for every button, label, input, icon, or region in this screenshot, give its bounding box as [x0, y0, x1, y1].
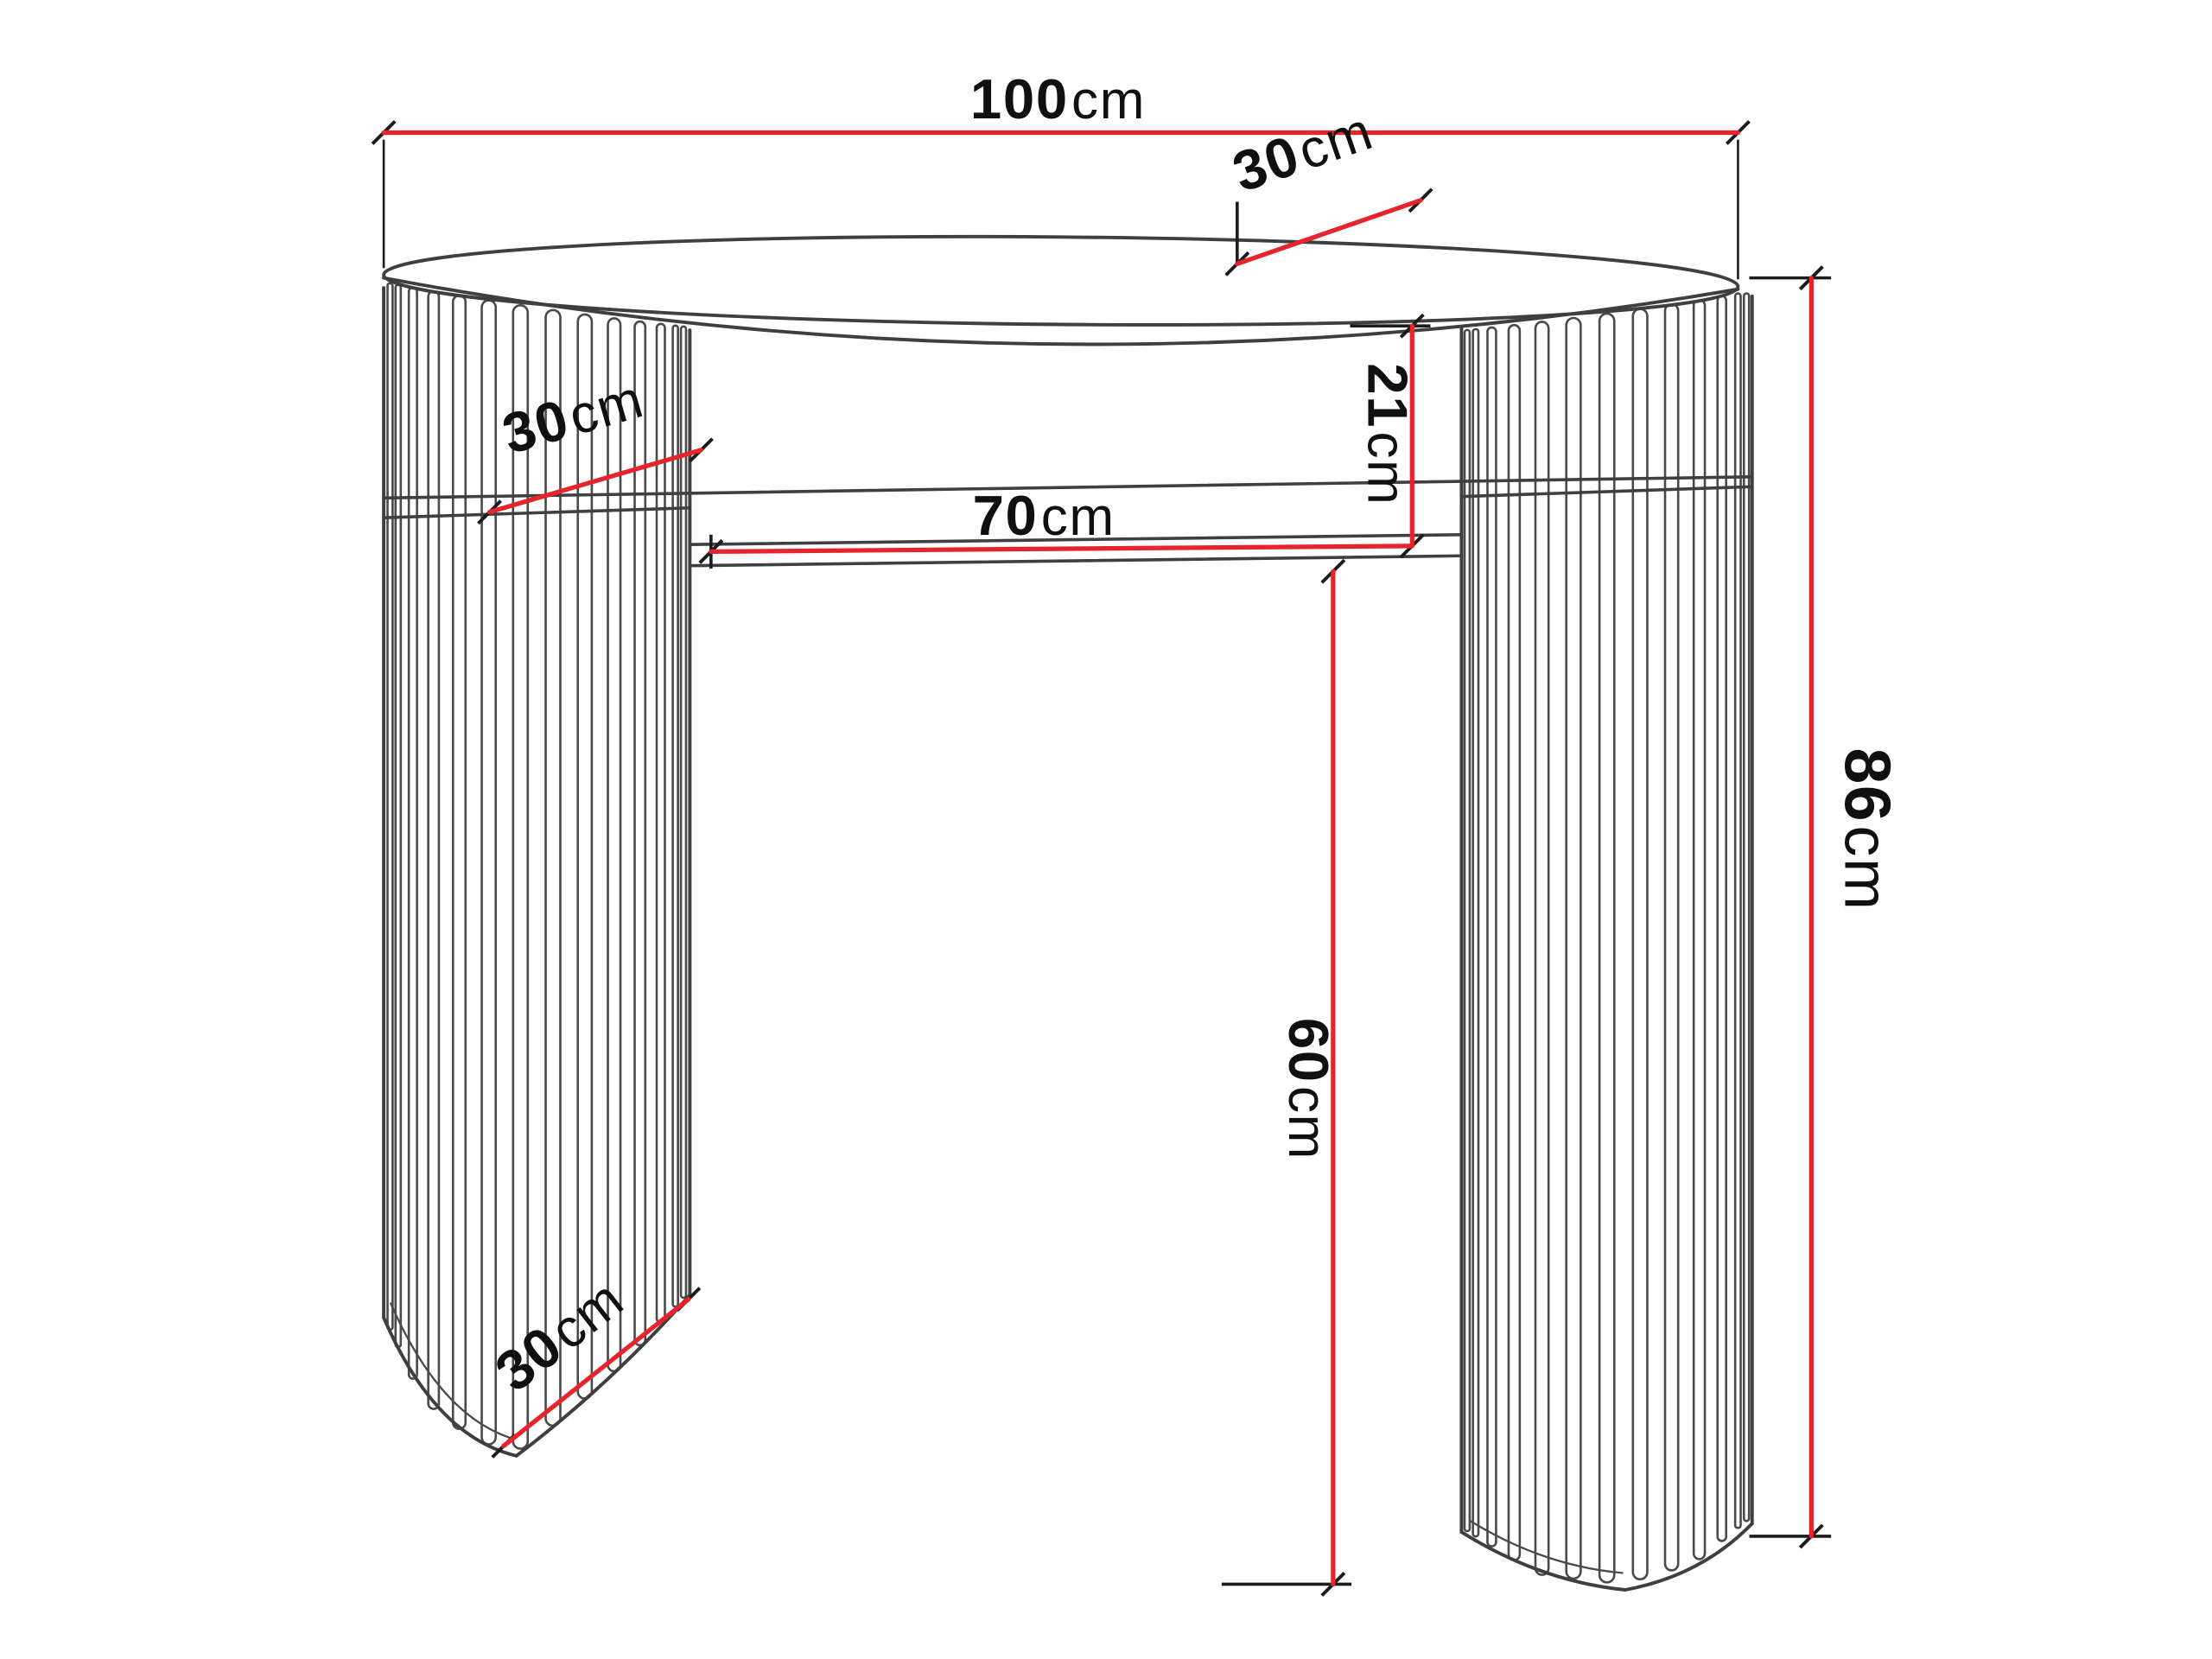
right-leg-bottom-front-arc [1459, 1530, 1627, 1592]
leg-slat [1463, 328, 1471, 1533]
leg-slat [394, 283, 403, 1349]
leg-slat [407, 286, 418, 1380]
shelf [382, 475, 1754, 568]
shelf-back-bottom-edge-right [1459, 485, 1754, 499]
shelf-back-top-edge [382, 475, 1754, 500]
leg-slat [655, 322, 666, 1324]
right-leg-bottom-inner-arc [1469, 1519, 1624, 1574]
leg-slat [427, 289, 441, 1410]
leg-slat [1733, 292, 1742, 1529]
leg-slat [1486, 326, 1497, 1548]
leg-slat [1663, 302, 1680, 1572]
leg-slat [1631, 308, 1649, 1581]
dimension-line-top-depth [1235, 198, 1423, 266]
leg-slat [1742, 292, 1751, 1522]
right-leg-slats [1463, 292, 1751, 1584]
leg-slat [1534, 321, 1550, 1576]
leg-slat [671, 324, 679, 1308]
leg-slat [1716, 295, 1728, 1542]
leg-slat [1565, 316, 1582, 1580]
left-leg-bottom-cut-edge [514, 1293, 692, 1458]
dimension-lines [381, 130, 1814, 1587]
leg-slat [679, 325, 688, 1300]
label-top-depth: 30cm [1225, 98, 1381, 204]
left-leg [382, 282, 692, 1458]
dimension-line-shelf-depth [486, 448, 704, 515]
dimension-line-leg-depth [501, 1297, 691, 1449]
leg-slat [1507, 323, 1522, 1561]
left-leg-slats [386, 282, 688, 1450]
leg-slat [451, 294, 467, 1431]
shelf-front-bottom-edge [688, 554, 1464, 568]
leg-slat [576, 313, 594, 1400]
leg-slat [633, 320, 647, 1347]
label-shelf-width: 70cm [973, 484, 1116, 547]
leg-slat [480, 299, 498, 1446]
leg-slat [1598, 312, 1616, 1584]
tabletop-surface [382, 234, 1740, 327]
leg-slat [386, 282, 394, 1332]
dimension-line-shelf-width [709, 543, 1414, 554]
label-top-to-shelf-gap: 21cm [1357, 363, 1420, 505]
label-clearance: 60cm [1277, 1018, 1340, 1160]
left-leg-bottom-inner-arc [390, 1302, 515, 1440]
left-leg-bottom-front-arc [382, 1315, 518, 1458]
right-leg [1459, 292, 1754, 1592]
label-total-height: 86cm [1832, 747, 1904, 911]
tabletop-front-lower-edge [382, 276, 1740, 346]
leg-slat [512, 303, 530, 1450]
tabletop [382, 234, 1740, 346]
leg-slat [1471, 327, 1480, 1538]
leg-slat [544, 308, 562, 1427]
shelf-front-top-edge [688, 532, 1464, 547]
label-total-width: 100cm [970, 67, 1146, 130]
shelf-back-bottom-edge-left [382, 505, 692, 519]
right-leg-bottom-cut-edge [1623, 1522, 1754, 1592]
